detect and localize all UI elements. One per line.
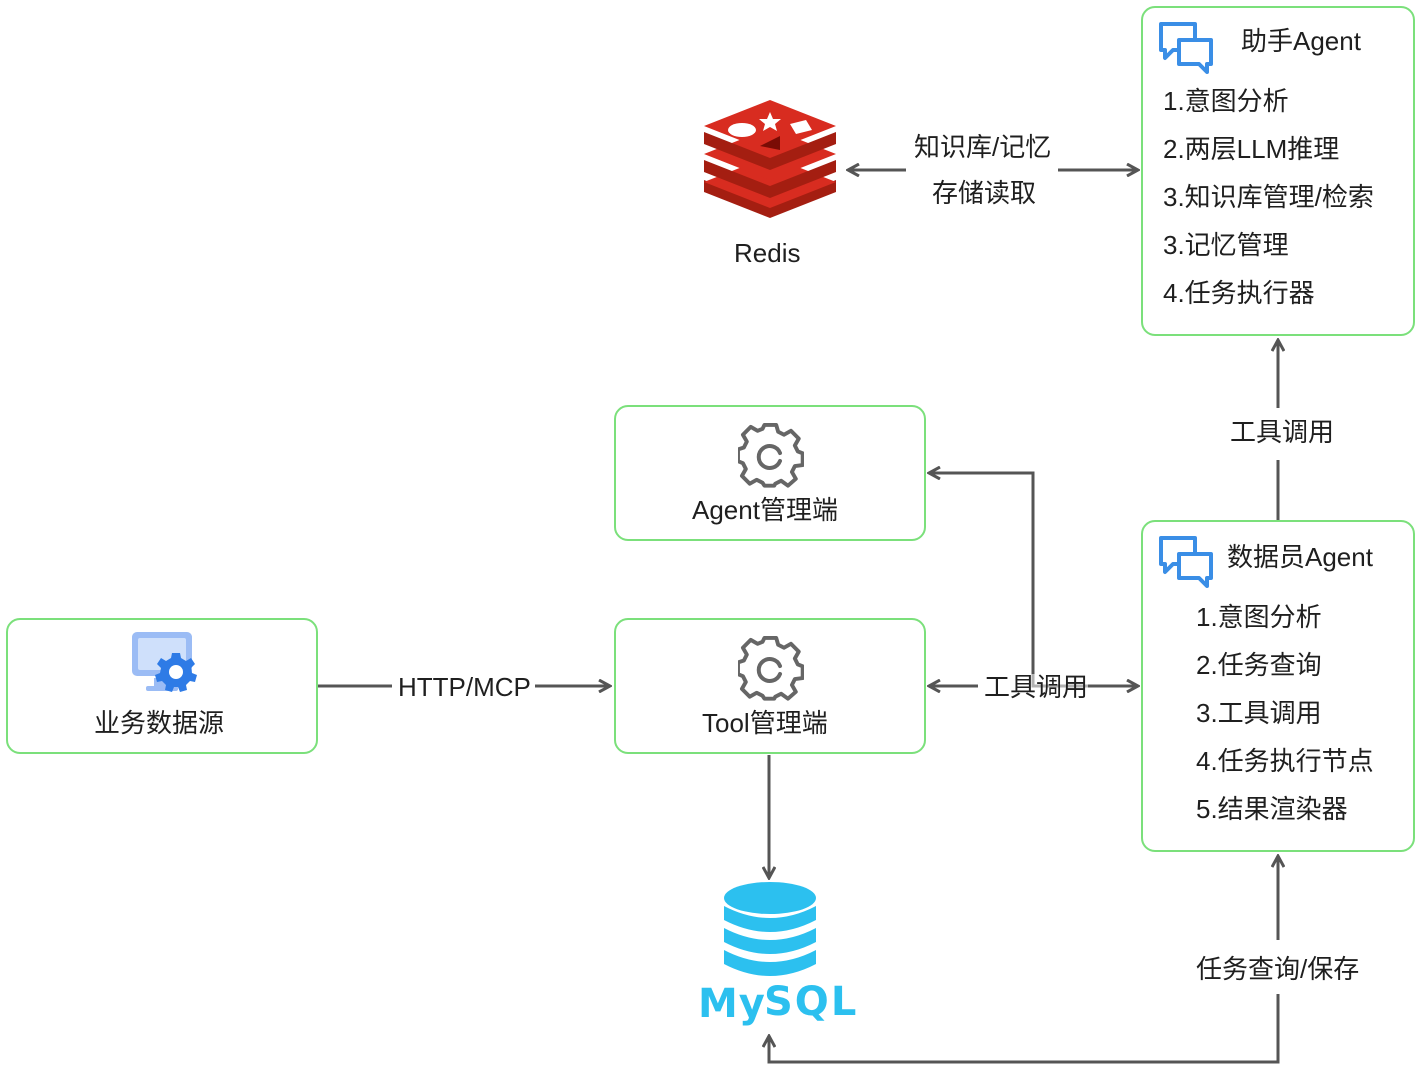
data-agent-item: 1.意图分析: [1196, 602, 1322, 632]
mysql-label-my: My: [698, 981, 766, 1027]
data-agent-item: 3.工具调用: [1196, 698, 1322, 728]
assistant-agent-item: 1.意图分析: [1163, 86, 1289, 116]
assistant-agent-item: 3.知识库管理/检索: [1163, 182, 1374, 212]
data-agent-box: 数据员Agent 1.意图分析 2.任务查询 3.工具调用 4.任务执行节点 5…: [1141, 520, 1415, 852]
assistant-agent-item: 3.记忆管理: [1163, 230, 1289, 260]
edge-data-mysql-down: [769, 994, 1280, 1064]
mysql-label-sql: SQL: [764, 979, 859, 1025]
chat-bubble-icon: [1157, 20, 1215, 81]
redis-label: Redis: [734, 238, 801, 268]
data-agent-item: 2.任务查询: [1196, 650, 1322, 680]
edge-label-redis-line2: 存储读取: [928, 180, 1041, 206]
redis-node: Redis: [700, 100, 840, 270]
edge-label-data-to-assistant: 工具调用: [1226, 419, 1339, 445]
gear-icon: [736, 635, 805, 707]
data-agent-title: 数据员Agent: [1227, 542, 1373, 572]
chat-bubble-icon: [1157, 534, 1215, 595]
tool-admin-label: Tool管理端: [702, 708, 828, 738]
edge-label-tool-data: 工具调用: [984, 672, 1089, 702]
business-source-box: 业务数据源: [6, 618, 318, 754]
edge-label-source-tool: HTTP/MCP: [394, 674, 535, 700]
tool-admin-box: Tool管理端: [614, 618, 926, 754]
monitor-settings-icon: [130, 630, 198, 701]
assistant-agent-item: 2.两层LLM推理: [1163, 134, 1340, 164]
database-icon: [724, 882, 816, 976]
data-agent-item: 5.结果渲染器: [1196, 794, 1348, 824]
edge-label-data-mysql: 任务查询/保存: [1192, 956, 1364, 982]
assistant-agent-box: 助手Agent 1.意图分析 2.两层LLM推理 3.知识库管理/检索 3.记忆…: [1141, 6, 1415, 336]
edge-data-to-agent-admin: [929, 473, 1138, 688]
agent-admin-box: Agent管理端: [614, 405, 926, 541]
redis-logo-icon: [704, 100, 836, 218]
assistant-agent-title: 助手Agent: [1241, 26, 1361, 56]
edge-label-redis-line1: 知识库/记忆: [910, 134, 1056, 160]
mysql-node: My SQL: [690, 880, 856, 1030]
business-source-label: 业务数据源: [94, 708, 225, 738]
data-agent-item: 4.任务执行节点: [1196, 746, 1374, 776]
assistant-agent-item: 4.任务执行器: [1163, 278, 1315, 308]
gear-icon: [736, 422, 805, 494]
agent-admin-label: Agent管理端: [692, 495, 838, 525]
